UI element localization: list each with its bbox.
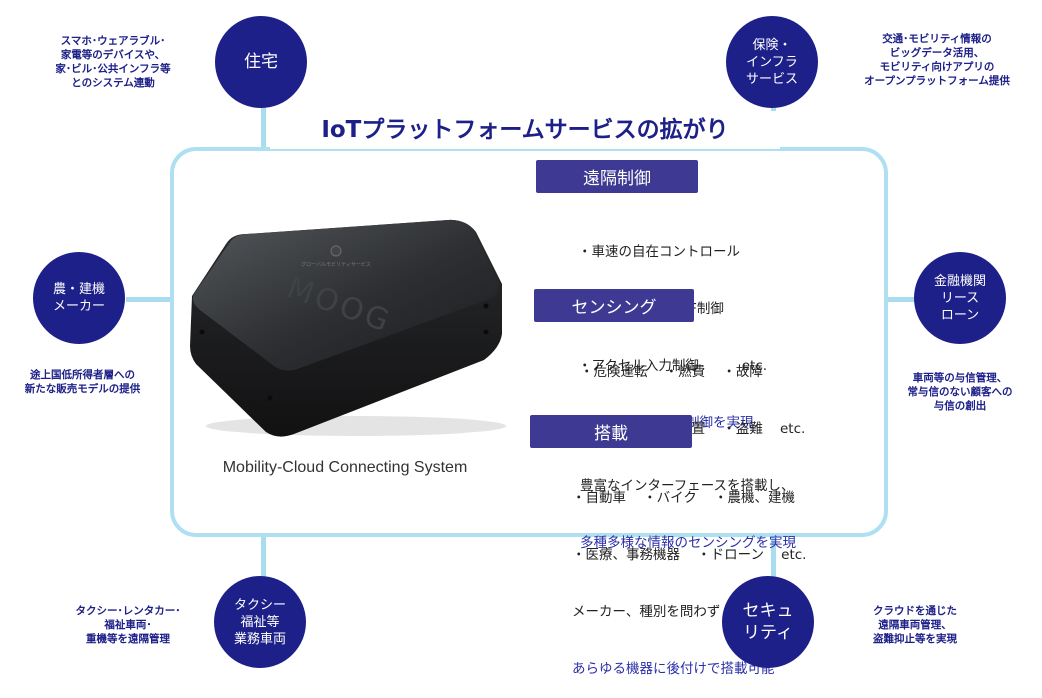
note-taxi: タクシー･レンタカー･ 福祉車両･ 重機等を遠隔管理 [75, 605, 181, 645]
connector-bottom-left [261, 535, 266, 581]
connector-right [886, 297, 936, 302]
remote-control-line: ・アクセル入力制御 etc. [578, 358, 768, 374]
note-finance: 車両等の与信管理、 常与信のない顧客への 与信の創出 [907, 372, 1013, 412]
node-finance: 金融機関 リース ローン [914, 252, 1006, 344]
node-taxi: タクシー 福祉等 業務車両 [214, 576, 306, 668]
note-security: クラウドを通じた 遠隔車両管理、 盗難抑止等を実現 [873, 605, 957, 645]
mounting-highlight: あらゆる機器に後付けで搭載可能 [572, 661, 775, 677]
sensing-line: ・危険運転 ・燃費 ・故障 [580, 364, 763, 380]
remote-control-line: ・車速の自在コントロール [578, 244, 740, 260]
diagram-title: IoTプラットフォームサービスの拡がり [270, 111, 780, 149]
sensing-line: 豊富なインターフェースを搭載し、 [580, 478, 795, 494]
mounting-line: ・自動車 ・バイク ・農機、建機 [572, 490, 796, 506]
connector-bottom-right [771, 535, 776, 581]
device-caption: Mobility-Cloud Connecting System [222, 459, 468, 476]
note-insurance: 交通･モビリティ情報の ビッグデータ活用、 モビリティ向けアプリの オープンプラ… [864, 33, 1010, 87]
device-small-label: グローバルモビリティサービス [301, 261, 371, 268]
mounting-line: ・医療、事務機器 ・ドローン etc. [572, 547, 807, 563]
node-agri-machinery: 農・建機 メーカー [33, 252, 125, 344]
section-header-sensing: センシング [534, 289, 694, 322]
note-agri: 途上国低所得者層への 新たな販売モデルの提供 [24, 369, 141, 395]
note-housing: スマホ･ウェアラブル･ 家電等のデバイスや、 家･ビル･公共インフラ等 とのシス… [55, 35, 171, 89]
connector-left [126, 297, 172, 302]
section-header-remote-control: 遠隔制御 [536, 160, 698, 193]
section-body-mounting: ・自動車 ・バイク ・農機、建機 ・医療、事務機器 ・ドローン etc. メーカ… [572, 451, 806, 698]
node-security: セキュ リティ [722, 576, 814, 668]
mounting-line: メーカー、種別を問わず [572, 604, 721, 620]
node-housing: 住宅 [215, 16, 307, 108]
connector-top-left [261, 100, 266, 150]
section-header-mounting: 搭載 [530, 415, 692, 448]
sensing-highlight: 多種多様な情報のセンシングを実現 [580, 535, 796, 551]
moog-device-image: グローバルモビリティサービス MOOG [190, 219, 506, 437]
node-insurance: 保険・ インフラ サービス [726, 16, 818, 108]
